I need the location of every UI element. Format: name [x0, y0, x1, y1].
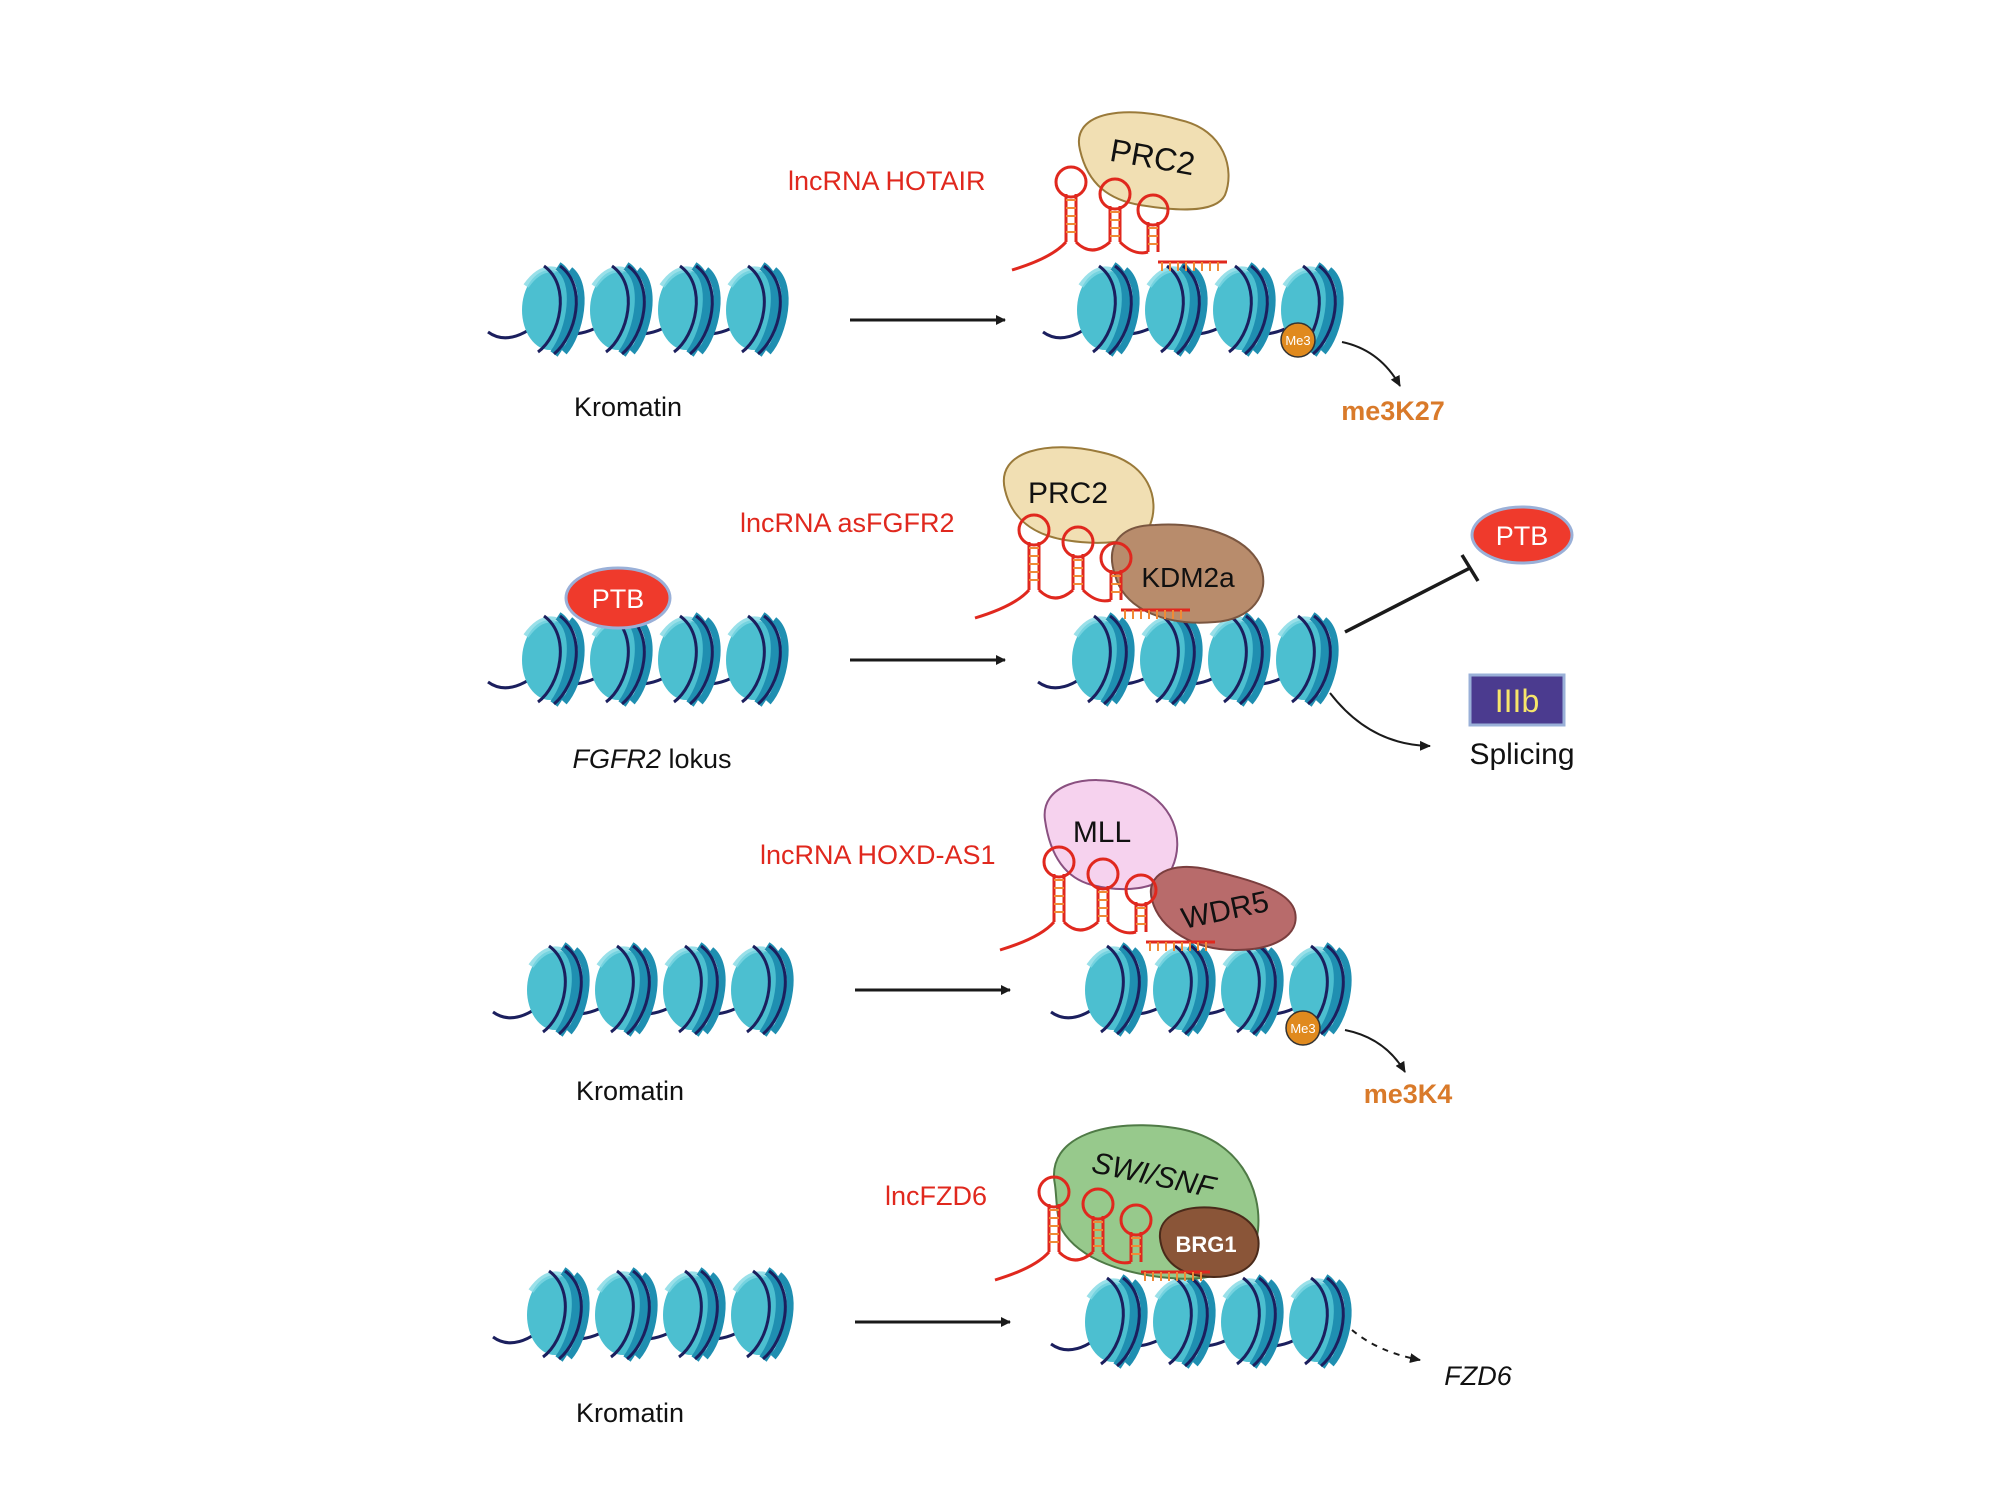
prc2-complex	[1002, 446, 1155, 544]
kdm2a-complex	[1110, 523, 1265, 624]
outcome-label: Splicing	[1469, 738, 1574, 771]
ptb-inhibited-label: PTB	[1496, 521, 1549, 551]
ptb-bound-label: PTB	[592, 584, 645, 614]
chromatin-fiber-input	[493, 1271, 790, 1359]
inhibition-line	[1344, 554, 1480, 634]
outcome-label: FZD6	[1444, 1361, 1512, 1391]
panel-hotair: Kromatin PRC2 lncRNA HOTAIR Me3 me3K27	[488, 111, 1445, 426]
panel-hoxd: Kromatin MLL WDR5 lncRNA HOXD-AS1 Me3 me…	[493, 779, 1453, 1109]
outcome-label: me3K4	[1364, 1079, 1453, 1109]
rna-label: lncRNA HOTAIR	[788, 166, 986, 196]
me3-badge-label: Me3	[1290, 1021, 1315, 1036]
input-label: Kromatin	[574, 392, 682, 422]
expression-arrow	[1351, 1329, 1421, 1364]
rna-label: lncRNA HOXD-AS1	[760, 840, 996, 870]
ptb-bound-protein	[564, 566, 672, 630]
chromatin-fiber-input	[488, 616, 785, 704]
outcome-label: me3K27	[1341, 396, 1445, 426]
iiib-isoform-box	[1468, 673, 1566, 727]
panel-fzd6: Kromatin SWI/SNF BRG1 lncFZD6 FZD6	[493, 1124, 1513, 1428]
rna-label: lncFZD6	[885, 1181, 987, 1211]
mll-complex	[1043, 779, 1179, 890]
panel-asfgfr2: PTB FGFR2 lokus PRC2 KDM2a lncRNA asFGFR…	[488, 446, 1575, 774]
complex-label: BRG1	[1175, 1232, 1236, 1257]
rna-label: lncRNA asFGFR2	[740, 508, 955, 538]
prc2-complex	[1077, 111, 1230, 211]
brg1-complex	[1158, 1206, 1260, 1278]
splicing-arrow	[1329, 692, 1431, 751]
input-label: FGFR2 lokus	[572, 744, 731, 774]
chromatin-fiber-output	[1038, 616, 1335, 704]
complex-label: PRC2	[1028, 477, 1108, 510]
chromatin-fiber-input	[493, 946, 790, 1034]
modification-arrow	[1344, 1029, 1406, 1073]
input-label: Kromatin	[576, 1398, 684, 1428]
iiib-label: IIIb	[1495, 683, 1539, 719]
input-label: Kromatin	[576, 1076, 684, 1106]
me3-badge	[1280, 322, 1316, 358]
complex-label: KDM2a	[1141, 562, 1235, 593]
me3-badge	[1285, 1010, 1321, 1046]
chromatin-fiber-input	[488, 266, 785, 354]
me3-badge-label: Me3	[1285, 333, 1310, 348]
chromatin-fiber-output	[1051, 1278, 1348, 1366]
ptb-inhibited	[1470, 505, 1574, 565]
modification-arrow	[1341, 341, 1401, 387]
complex-label: MLL	[1073, 816, 1131, 849]
